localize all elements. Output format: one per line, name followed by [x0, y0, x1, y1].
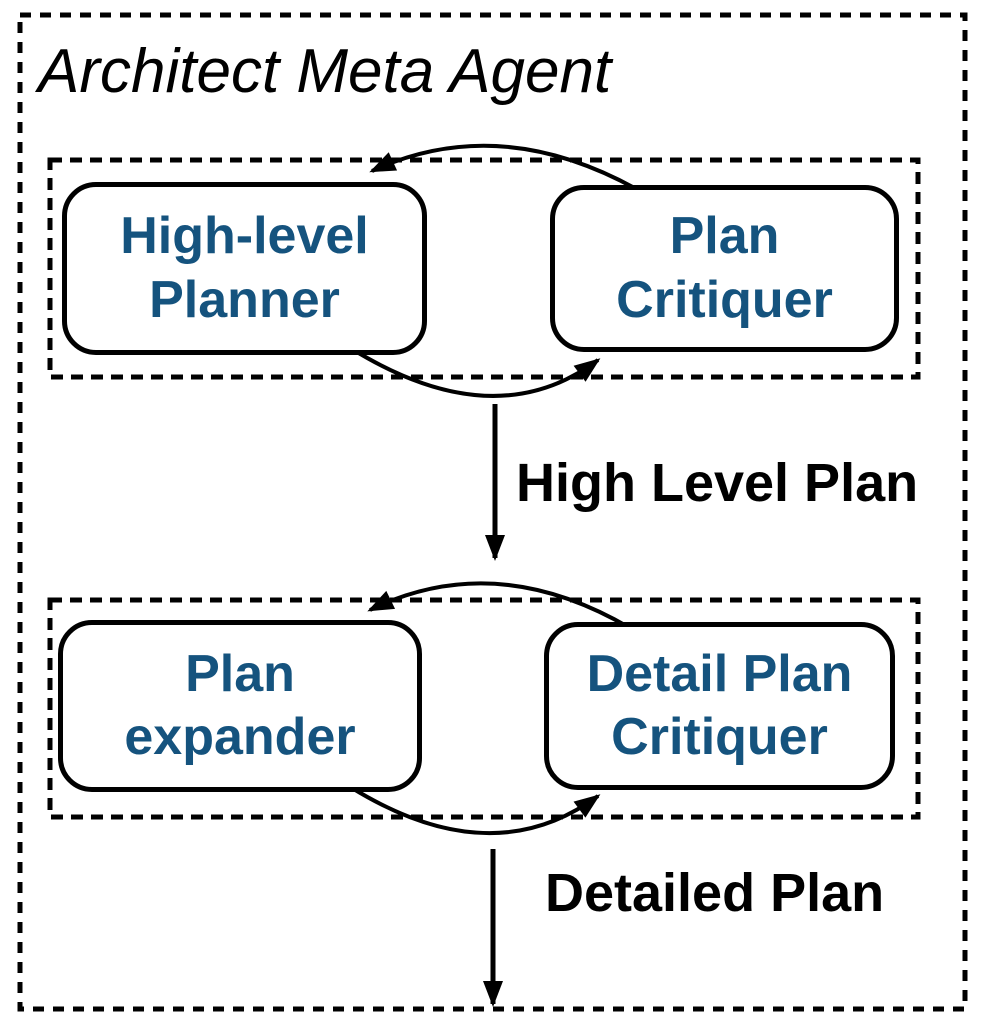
high-level-plan-label: High Level Plan	[516, 453, 919, 513]
critiquer-to-planner-arc	[369, 143, 641, 193]
plan-expander-label-line1: Plan	[185, 644, 295, 703]
high-level-planner-label-line1: High-level	[120, 207, 369, 266]
expander-to-detail-critiquer-arc	[350, 786, 601, 836]
plan-expander-label-line2: expander	[124, 708, 356, 766]
high-level-planner-label-line2: Planner	[149, 270, 340, 329]
detail-plan-critiquer-node: Detail Plan Critiquer	[544, 622, 895, 790]
plan-critiquer-label-line1: Plan	[669, 207, 780, 266]
high-level-loop-group	[47, 157, 921, 380]
detail-loop-group	[47, 597, 921, 820]
detail-critiquer-to-expander-arc	[367, 581, 632, 630]
high-level-planner-node: High-level Planner	[62, 182, 427, 355]
plan-critiquer-node: Plan Critiquer	[550, 185, 899, 352]
plan-critiquer-label-line2: Critiquer	[616, 270, 833, 329]
plan-expander-node: Plan expander	[58, 620, 422, 792]
detail-plan-critiquer-label-line1: Detail Plan	[586, 644, 853, 703]
planner-to-critiquer-arc	[350, 347, 601, 398]
diagram-title: Architect Meta Agent	[38, 37, 612, 106]
detail-plan-critiquer-label-line2: Critiquer	[611, 708, 828, 766]
detailed-plan-label: Detailed Plan	[545, 863, 885, 923]
meta-agent-boundary	[17, 12, 968, 1012]
